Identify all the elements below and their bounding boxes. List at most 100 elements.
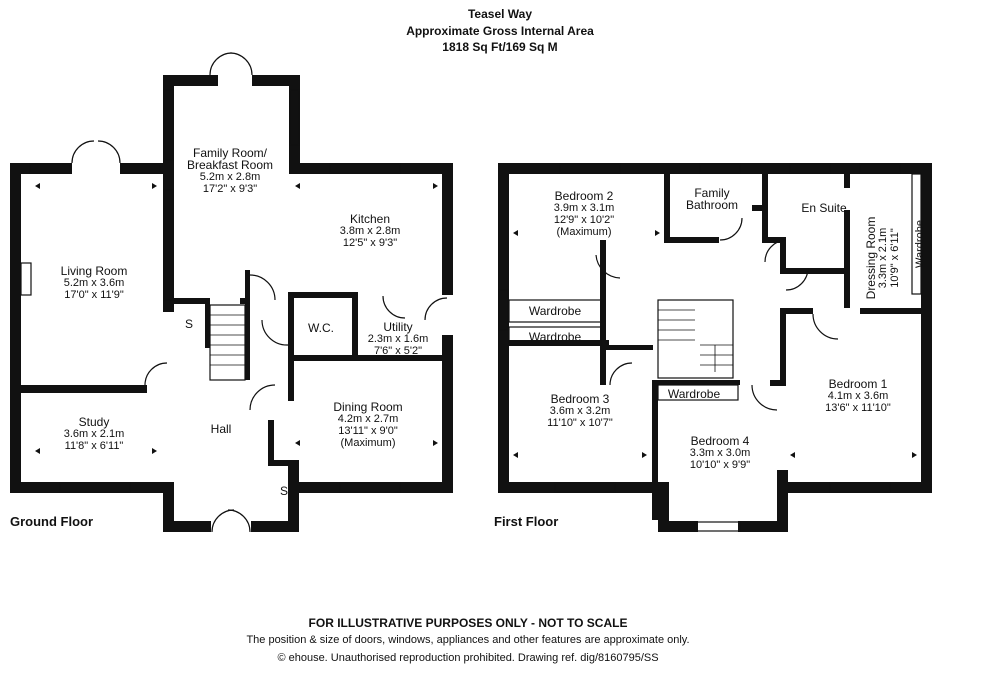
window [829, 482, 891, 493]
wall [738, 521, 788, 532]
room-utility: Utility 2.3m x 1.6m 7'6" x 5'2" [368, 321, 429, 357]
room-living: Living Room 5.2m x 3.6m 17'0" x 11'9" [61, 265, 128, 301]
room-name-2: Bathroom [685, 198, 739, 212]
room-kitchen: Kitchen 3.8m x 2.8m 12'5" x 9'3" [340, 213, 401, 249]
window [163, 189, 174, 301]
wall [770, 380, 786, 386]
wall [664, 174, 670, 240]
room-imperial: 13'11" x 9'0" [338, 425, 398, 437]
wall [163, 521, 211, 532]
window [163, 89, 174, 161]
room-name: Hall [210, 422, 232, 436]
room-wardrobe-1: Wardrobe [529, 305, 581, 317]
room-bedroom-3: Bedroom 3 3.6m x 3.2m 11'10" x 10'7" [547, 393, 613, 429]
room-metric: 5.2m x 2.8m [199, 171, 261, 183]
room-name: Living Room [60, 264, 128, 278]
door-swing [609, 362, 633, 386]
staircase [209, 304, 246, 381]
wall [600, 340, 606, 385]
room-metric: 4.1m x 3.6m [827, 390, 889, 402]
room-store-1: S [185, 318, 193, 330]
wall [288, 292, 294, 360]
footer-copyright: © ehouse. Unauthorised reproduction proh… [277, 652, 659, 664]
room-store-2: S [280, 485, 288, 497]
room-wc: W.C. [308, 322, 334, 334]
room-bathroom: Family Bathroom [686, 187, 738, 211]
wall [498, 163, 932, 174]
wall [780, 268, 850, 274]
room-imperial: 7'6" x 5'2" [373, 345, 423, 357]
window [289, 89, 300, 146]
window [859, 163, 901, 174]
wardrobe-unit [911, 173, 922, 295]
door-swing [719, 217, 743, 241]
door-swing [144, 362, 168, 386]
room-imperial: 17'0" x 11'9" [64, 289, 124, 301]
wall [844, 174, 850, 188]
room-metric: 4.2m x 2.7m [337, 413, 399, 425]
window [699, 163, 741, 174]
wall [442, 163, 453, 295]
wall [664, 237, 719, 243]
wall [498, 163, 509, 493]
window [498, 289, 509, 331]
wall [921, 163, 932, 493]
door-swing [261, 319, 289, 346]
window [694, 521, 741, 532]
room-name: En Suite [801, 201, 847, 215]
wall [600, 240, 606, 340]
wall [10, 163, 21, 493]
room-name: Bedroom 1 [828, 377, 888, 391]
plan-subtitle: Approximate Gross Internal Area [406, 24, 594, 38]
room-imperial: 11'8" x 6'11" [64, 440, 124, 452]
footer-disclaimer: FOR ILLUSTRATIVE PURPOSES ONLY - NOT TO … [308, 616, 628, 630]
room-metric: 5.2m x 3.6m [63, 277, 125, 289]
wall [652, 380, 658, 520]
wall [780, 237, 786, 269]
wall [358, 355, 453, 361]
window [559, 163, 621, 174]
wall [251, 521, 299, 532]
room-name: Family [694, 186, 730, 200]
door-swing [764, 239, 787, 263]
wall [288, 460, 299, 532]
room-wardrobe-vertical: Wardrobe [914, 220, 926, 268]
door-swing [751, 384, 778, 411]
room-name: Wardrobe [914, 220, 926, 268]
wall [603, 345, 653, 350]
wardrobe-unit [508, 326, 602, 346]
wall [658, 521, 698, 532]
room-imperial: 17'2" x 9'3" [202, 183, 258, 195]
room-name: Family Room/ [192, 146, 268, 160]
door-swing [211, 509, 251, 533]
room-hall: Hall [211, 423, 232, 435]
room-name: Study [78, 415, 110, 429]
room-bedroom-2: Bedroom 2 3.9m x 3.1m 12'9" x 10'2" (Max… [554, 190, 615, 238]
wardrobe-unit [508, 299, 602, 323]
window [339, 482, 401, 493]
door-swing [424, 297, 448, 321]
wall [658, 482, 669, 532]
fireplace [20, 262, 32, 296]
ground-floor-label: Ground Floor [10, 514, 94, 529]
room-metric: 3.3m x 3.0m [689, 447, 751, 459]
room-wardrobe-3: Wardrobe [668, 388, 720, 400]
room-name: W.C. [308, 321, 334, 335]
wall [288, 292, 358, 298]
window [789, 163, 831, 174]
window [329, 163, 401, 174]
door-swing [785, 267, 809, 291]
wall [780, 308, 786, 382]
room-study: Study 3.6m x 2.1m 11'8" x 6'11" [64, 416, 125, 452]
room-family: Family Room/ Breakfast Room 5.2m x 2.8m … [187, 147, 273, 195]
room-metric: 3.6m x 2.1m [63, 428, 125, 440]
room-metric: 2.3m x 1.6m [367, 333, 429, 345]
room-name: Dressing Room [864, 216, 878, 300]
room-name: Bedroom 3 [550, 392, 610, 406]
door-swing [209, 52, 253, 76]
wall [288, 482, 453, 493]
room-imperial: 10'9" x 6'11" [889, 228, 901, 288]
wall [289, 75, 300, 163]
wall [10, 482, 163, 493]
wall [777, 482, 932, 493]
